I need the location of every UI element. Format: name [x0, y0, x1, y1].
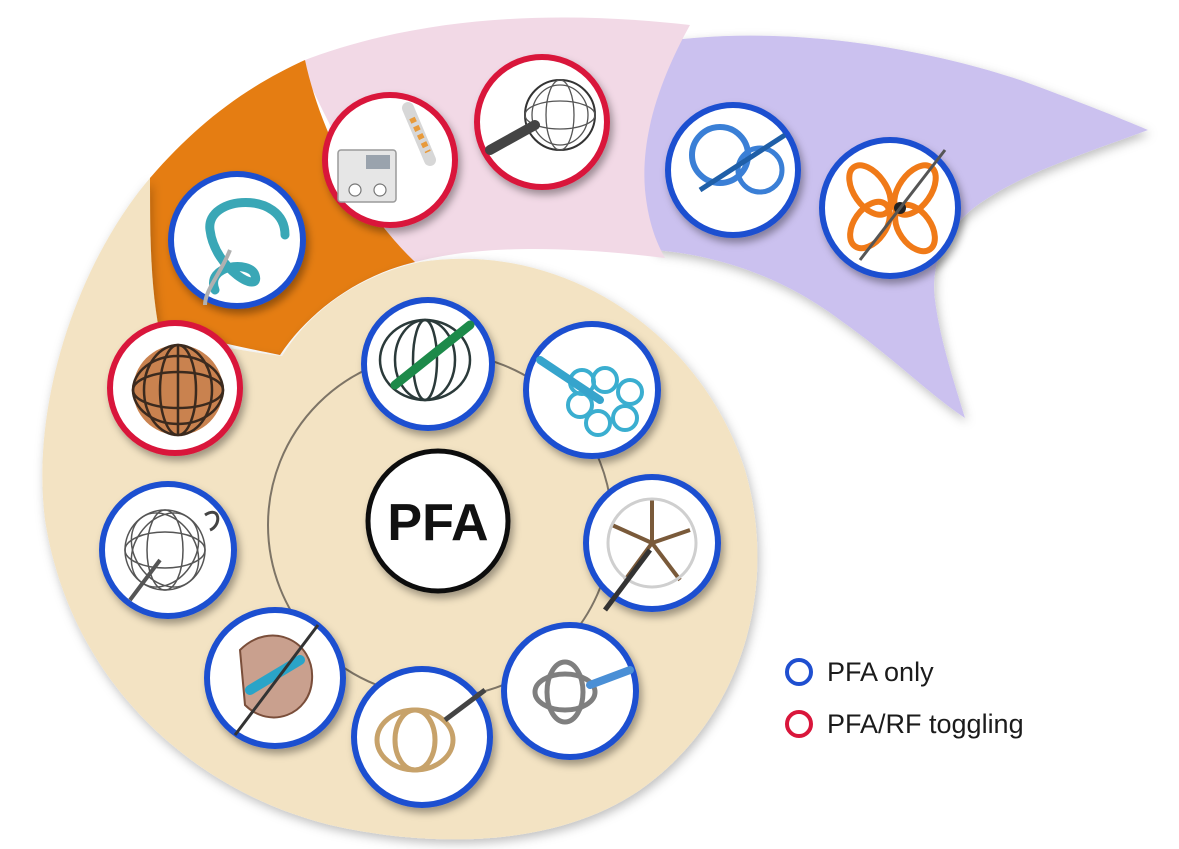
metal-clip-icon [532, 659, 598, 725]
center-node: PFA [365, 448, 511, 594]
lattice-grid-icon [131, 343, 225, 437]
legend-item-pfa-only: PFA only [785, 655, 1115, 689]
wire-basket-icon [378, 318, 472, 402]
double-loop-icon [689, 124, 751, 186]
blue-ring-icon [785, 658, 813, 686]
legend-label-pfa-rf-toggling: PFA/RF toggling [827, 708, 1024, 739]
loop-catheter-icon [205, 198, 290, 295]
catheter-gold-basket [351, 666, 493, 808]
legend-label-pfa-only: PFA only [827, 656, 934, 687]
center-label: PFA [387, 494, 488, 552]
catheter-loop [168, 171, 306, 309]
red-ring-icon [785, 710, 813, 738]
catheter-mesh-sphere [474, 54, 610, 190]
catheter-wire-basket [361, 297, 495, 431]
catheter-metal-clip [501, 622, 639, 760]
catheter-blue-flower [523, 321, 661, 459]
catheter-balloon [204, 607, 346, 749]
gold-basket-icon [374, 707, 456, 773]
legend: PFA only PFA/RF toggling [785, 655, 1115, 759]
legend-item-pfa-rf-toggling: PFA/RF toggling [785, 707, 1115, 741]
catheter-lattice-sphere [99, 481, 237, 619]
catheter-generator [322, 92, 458, 228]
catheter-double-loop [665, 102, 801, 238]
catheter-orange-petals [819, 137, 961, 279]
catheter-lattice-tip-sphere [107, 320, 243, 456]
catheter-spoke-wheel [583, 474, 721, 612]
